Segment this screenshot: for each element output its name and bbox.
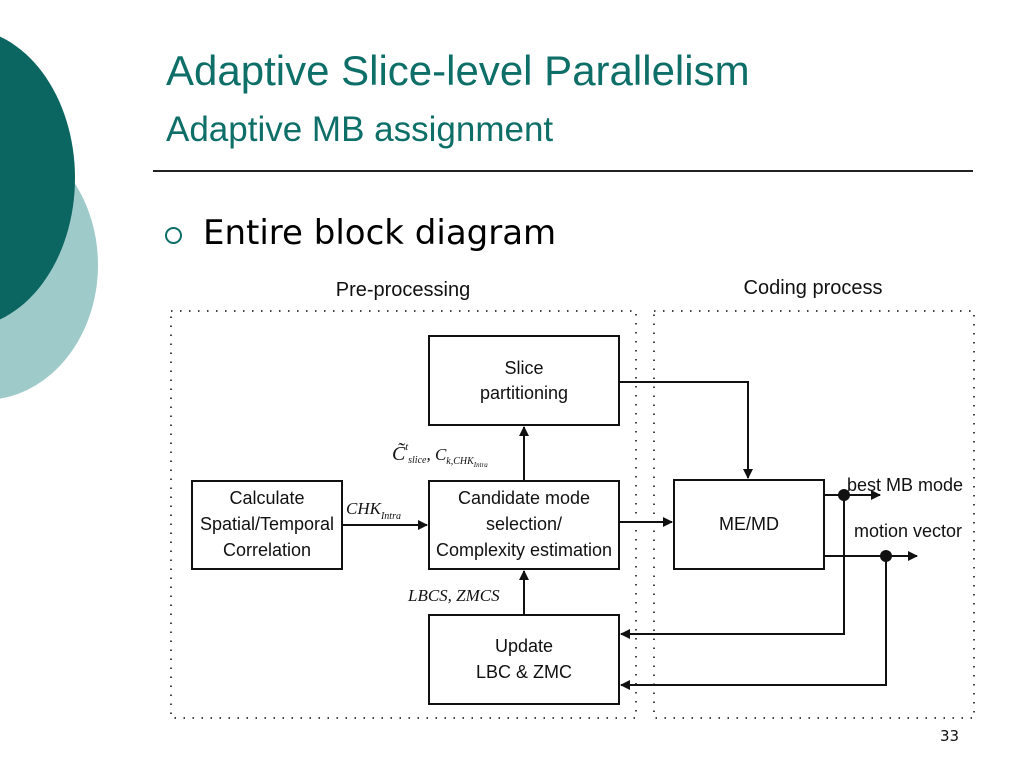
svg-text:Correlation: Correlation: [223, 540, 311, 560]
title-divider: [153, 170, 973, 172]
svg-text:ME/MD: ME/MD: [719, 514, 779, 534]
svg-text:partitioning: partitioning: [480, 383, 568, 403]
feedback-mv-to-update: [620, 556, 887, 690]
preprocessing-frame: [170, 310, 637, 719]
label-motion-vector: motion vector: [854, 521, 962, 541]
section-label-preprocessing: Pre-processing: [336, 279, 471, 301]
junction-dot-best-mb: [838, 489, 850, 501]
label-complexity: C̃tslice, Ck,CHKIntra: [392, 442, 488, 469]
svg-text:selection/: selection/: [486, 514, 562, 534]
block-me-md: ME/MD: [673, 479, 825, 570]
bullet-circle-icon: [165, 227, 182, 244]
svg-text:LBC & ZMC: LBC & ZMC: [476, 662, 572, 682]
svg-text:Complexity estimation: Complexity estimation: [436, 540, 612, 560]
slide-title: Adaptive Slice-level Parallelism: [166, 47, 750, 94]
connectors: [342, 381, 918, 690]
arrow-slice-to-memd: [619, 381, 753, 479]
coding-frame: [653, 310, 975, 719]
bullet-text: Entire block diagram: [203, 213, 557, 253]
svg-text:Slice: Slice: [504, 358, 543, 378]
section-label-coding: Coding process: [744, 277, 883, 299]
slide-subtitle: Adaptive MB assignment: [166, 110, 554, 149]
label-chk-intra: CHKIntra: [346, 499, 401, 522]
junction-dot-motion-vector: [880, 550, 892, 562]
svg-text:Calculate: Calculate: [229, 488, 304, 508]
svg-text:Candidate mode: Candidate mode: [458, 488, 590, 508]
label-lbcs-zmcs: LBCS, ZMCS: [407, 586, 500, 605]
block-candidate-mode-selection: Candidate mode selection/ Complexity est…: [428, 480, 620, 570]
svg-text:Spatial/Temporal: Spatial/Temporal: [200, 514, 334, 534]
block-slice-partitioning: Slice partitioning: [428, 335, 620, 426]
label-best-mb-mode: best MB mode: [847, 475, 963, 495]
page-number: 33: [940, 727, 960, 745]
svg-text:Update: Update: [495, 636, 553, 656]
feedback-best-mb-to-update: [620, 495, 845, 639]
block-calculate-correlation: Calculate Spatial/Temporal Correlation: [191, 480, 343, 570]
block-update-lbc-zmc: Update LBC & ZMC: [428, 614, 620, 705]
